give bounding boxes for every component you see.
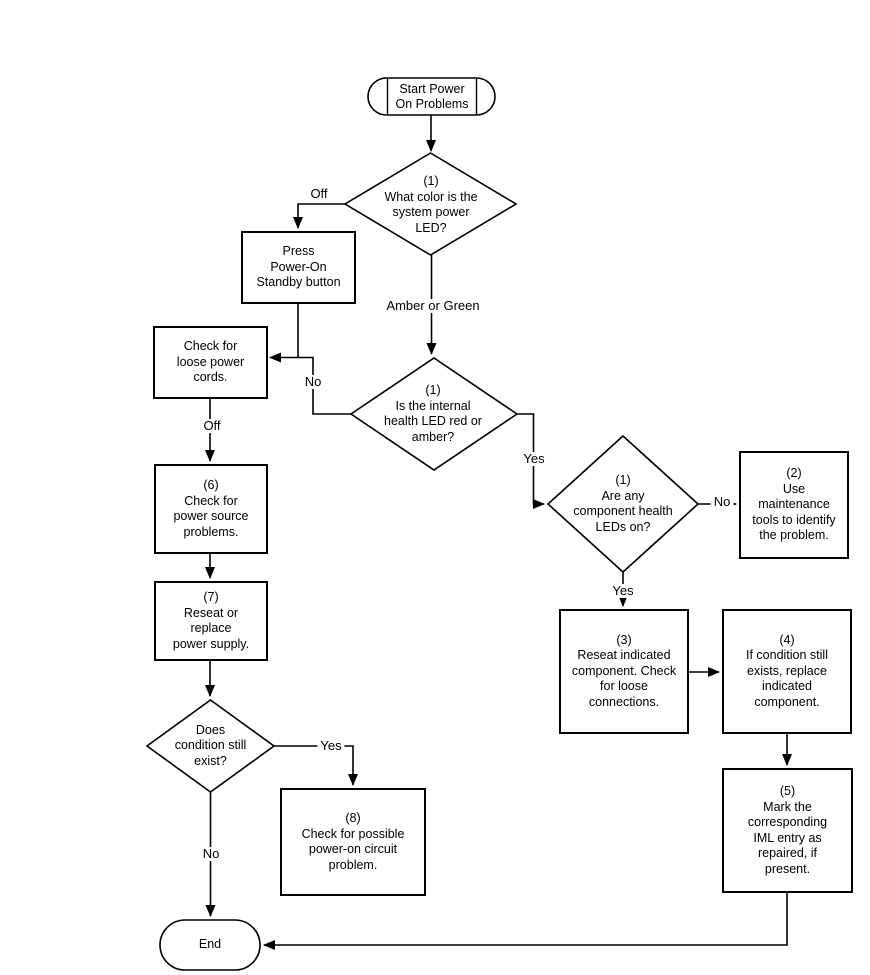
decision-power-led-color-label: (1) What color is the system power LED?: [384, 174, 478, 235]
process-use-tools-shape: [739, 451, 849, 559]
process-check-cords-shape: [153, 326, 268, 399]
process-press-power-shape: [241, 231, 356, 304]
start-node-label: Start Power On Problems: [395, 81, 469, 112]
decision-component-leds-label: (1) Are any component health LEDs on?: [573, 473, 673, 534]
decision-condition-exists-label: Does condition still exist?: [174, 722, 247, 768]
edge-label-yes-internal: Yes: [520, 452, 548, 466]
process-reseat-component-shape: [559, 609, 689, 734]
edge-mark-iml-to-end: [263, 892, 788, 950]
edge-label-yes-component: Yes: [609, 584, 637, 598]
process-check-cords-label: Check for loose power cords.: [176, 339, 245, 385]
edge-label-no-component: No: [710, 495, 734, 509]
process-mark-iml-label: (5) Mark the corresponding IML entry as …: [747, 784, 828, 876]
process-reseat-component-label: (3) Reseat indicated component. Check fo…: [571, 632, 677, 709]
process-replace-component-label: (4) If condition still exists, replace i…: [746, 632, 828, 709]
process-check-source-label: (6) Check for power source problems.: [173, 478, 249, 539]
decision-internal-health-shape: [349, 357, 519, 471]
end-terminator-shape: [159, 919, 261, 971]
end-node-label: End: [198, 937, 222, 952]
edge-label-off-led: Off: [307, 187, 331, 201]
process-replace-component-shape: [722, 609, 852, 734]
process-check-circuit-label: (8) Check for possible power-on circuit …: [301, 811, 405, 872]
edge-off-to-press-power: [293, 203, 345, 229]
edge-yes-to-check-circuit: [274, 745, 358, 786]
edge-label-yes-condition: Yes: [317, 739, 345, 753]
decision-power-led-color-shape: [343, 152, 518, 256]
process-check-circuit-shape: [280, 788, 426, 896]
edge-label-no-condition: No: [199, 847, 223, 861]
decision-condition-exists-shape: [145, 699, 276, 793]
process-check-source-shape: [154, 464, 268, 554]
decision-component-leds-shape: [546, 434, 700, 574]
edge-label-amber-or-green: Amber or Green: [383, 299, 483, 313]
edge-label-off-cords: Off: [200, 419, 224, 433]
edge-label-no-internal: No: [301, 375, 325, 389]
process-press-power-label: Press Power-On Standby button: [256, 244, 341, 290]
decision-internal-health-label: (1) Is the internal health LED red or am…: [384, 383, 482, 444]
process-reseat-supply-shape: [154, 581, 268, 661]
process-reseat-supply-label: (7) Reseat or replace power supply.: [172, 590, 250, 651]
process-mark-iml-shape: [722, 768, 853, 893]
start-terminator-shape: [367, 77, 496, 116]
process-use-tools-label: (2) Use maintenance tools to identify th…: [752, 466, 836, 543]
